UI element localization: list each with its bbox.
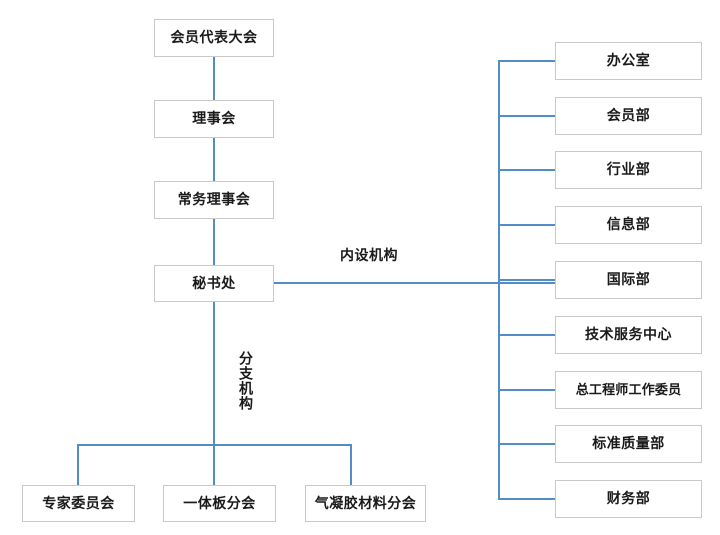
edge-label-branch-organizations: 分支机构: [238, 351, 254, 411]
connector-stub-information: [498, 224, 555, 226]
node-finance-label: 财务部: [606, 490, 651, 507]
connector-stub-industry: [498, 169, 555, 171]
node-integrated-board-branch[interactable]: 一体板分会: [163, 485, 276, 522]
node-chief-engineer-committee-label: 总工程师工作委员: [575, 381, 682, 397]
node-council[interactable]: 理事会: [154, 100, 274, 138]
node-tech-service-center-label: 技术服务中心: [585, 326, 672, 343]
node-membership-label: 会员部: [606, 107, 651, 124]
node-secretariat[interactable]: 秘书处: [154, 265, 274, 302]
node-office[interactable]: 办公室: [555, 42, 702, 80]
connector-assembly-to-council: [213, 56, 215, 101]
node-integrated-board-branch-label: 一体板分会: [183, 494, 256, 511]
connector-stub-membership: [498, 115, 555, 117]
node-finance[interactable]: 财务部: [555, 480, 702, 518]
node-tech-service-center[interactable]: 技术服务中心: [555, 316, 702, 354]
node-information-label: 信息部: [606, 216, 651, 233]
node-standard-quality[interactable]: 标准质量部: [555, 425, 702, 463]
node-membership[interactable]: 会员部: [555, 97, 702, 135]
node-standing-council[interactable]: 常务理事会: [154, 181, 274, 219]
connector-stub-office: [498, 60, 555, 62]
node-office-label: 办公室: [606, 52, 651, 69]
edge-label-internal-departments: 内设机构: [340, 247, 398, 263]
node-chief-engineer-committee[interactable]: 总工程师工作委员: [555, 371, 702, 409]
connector-stub-standard-quality: [498, 443, 555, 445]
node-standard-quality-label: 标准质量部: [592, 435, 665, 452]
node-assembly-label: 会员代表大会: [170, 29, 258, 46]
node-international[interactable]: 国际部: [555, 261, 702, 299]
connector-drop-aerogel-material-branch: [350, 444, 352, 486]
connector-stub-international: [498, 279, 555, 281]
connector-standing-to-secretariat: [213, 218, 215, 266]
node-industry[interactable]: 行业部: [555, 151, 702, 189]
node-secretariat-label: 秘书处: [192, 274, 236, 291]
node-international-label: 国际部: [606, 271, 651, 288]
node-expert-committee-label: 专家委员会: [42, 494, 115, 511]
connector-secretariat-to-internal-trunk: [274, 282, 555, 284]
node-assembly[interactable]: 会员代表大会: [154, 19, 274, 57]
connector-council-to-standing: [213, 137, 215, 181]
node-standing-council-label: 常务理事会: [177, 191, 251, 208]
connector-stub-chief-engineer-committee: [498, 389, 555, 391]
connector-drop-expert-committee: [77, 444, 79, 486]
node-aerogel-material-branch-label: 气凝胶材料分会: [314, 494, 417, 511]
node-industry-label: 行业部: [606, 161, 651, 178]
node-information[interactable]: 信息部: [555, 206, 702, 244]
connector-drop-integrated-board-branch: [213, 444, 215, 486]
node-expert-committee[interactable]: 专家委员会: [22, 485, 135, 522]
connector-stub-finance: [498, 498, 555, 500]
node-council-label: 理事会: [192, 110, 236, 127]
connector-stub-tech-service-center: [498, 334, 555, 336]
node-aerogel-material-branch[interactable]: 气凝胶材料分会: [305, 485, 426, 522]
connector-secretariat-to-branch-bus: [213, 301, 215, 445]
